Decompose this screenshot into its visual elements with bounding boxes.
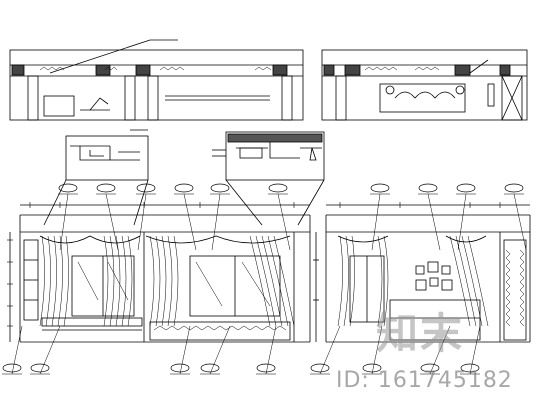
annotation-tag	[174, 183, 194, 193]
annotation-tag	[58, 183, 78, 193]
annotation-tags	[2, 183, 524, 375]
annotation-tag	[210, 183, 230, 193]
leader-line	[469, 325, 481, 375]
leader-line	[183, 193, 197, 251]
top-ceiling-section-left	[9, 39, 304, 121]
annotation-tag	[30, 363, 50, 373]
leader-line	[105, 193, 119, 251]
annotation-tag	[370, 183, 390, 193]
detail-callout-left	[43, 129, 149, 226]
annotation-tag	[170, 363, 190, 373]
annotation-tag	[362, 363, 382, 373]
leader-line	[371, 325, 383, 375]
top-ceiling-section-right	[321, 49, 528, 121]
annotation-tag	[420, 363, 440, 373]
leader-line	[39, 325, 61, 375]
annotation-tag	[310, 363, 330, 373]
annotation-tag	[460, 363, 480, 373]
annotation-tag	[136, 183, 156, 193]
leader-line	[319, 325, 341, 375]
elevation-left	[7, 202, 311, 343]
leader-line	[179, 325, 191, 375]
leader-line	[427, 193, 441, 251]
leader-line	[137, 193, 147, 251]
leader-line	[429, 325, 451, 375]
annotation-tag	[256, 363, 276, 373]
leader-line	[457, 193, 467, 251]
annotation-tag	[200, 363, 220, 373]
annotation-tag	[504, 183, 524, 193]
leader-line	[211, 193, 221, 251]
annotation-tag	[456, 183, 476, 193]
leader-lines	[11, 193, 527, 375]
elevation-right	[313, 202, 531, 343]
leader-line	[371, 193, 381, 251]
annotation-tag	[268, 183, 288, 193]
annotation-tag	[2, 363, 22, 373]
leader-line	[265, 325, 277, 375]
leader-line	[11, 325, 23, 375]
leader-line	[513, 193, 527, 251]
leader-line	[59, 193, 69, 251]
detail-callout-right	[212, 131, 325, 226]
leader-line	[277, 193, 291, 251]
annotation-tag	[418, 183, 438, 193]
leader-line	[209, 325, 231, 375]
annotation-tag	[96, 183, 116, 193]
